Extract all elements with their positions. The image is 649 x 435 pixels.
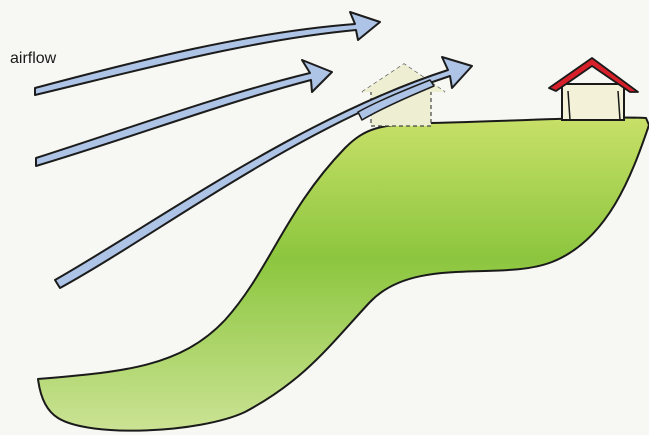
airflow-arrow: [35, 59, 333, 167]
hill: [37, 116, 649, 432]
house: [548, 57, 639, 121]
airflow-arrows: [34, 11, 473, 289]
airflow-arrow: [34, 11, 381, 96]
airflow-arrow: [357, 79, 435, 121]
airflow-label: airflow: [10, 50, 57, 67]
